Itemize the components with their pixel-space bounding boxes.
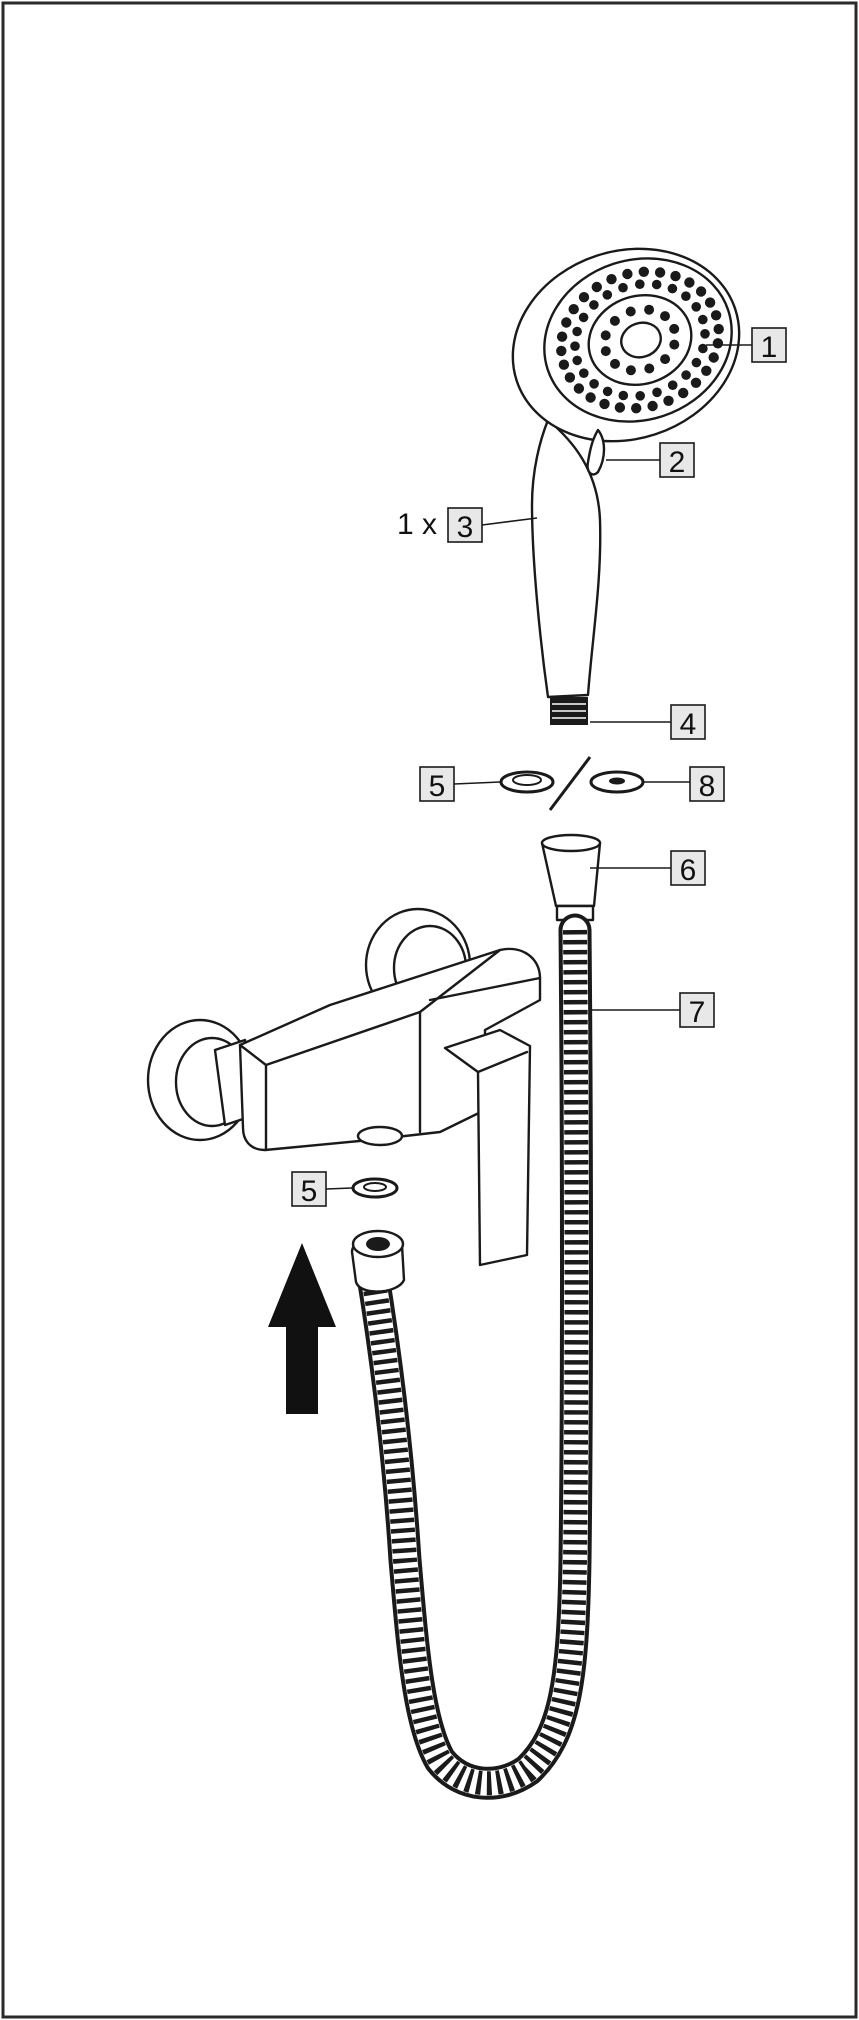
nozzle-dot (606, 274, 617, 285)
nozzle-dot (660, 311, 670, 322)
mixer-outlet (356, 1125, 404, 1147)
nozzle-dot (669, 323, 680, 334)
callout-6-label: 6 (680, 854, 697, 887)
or-slash (548, 756, 592, 811)
nozzle-dot (690, 377, 702, 388)
nozzle-dot (635, 391, 645, 401)
nozzle-dot (691, 302, 701, 312)
nozzle-dot (600, 346, 611, 357)
shower-handle (530, 418, 602, 699)
nozzle-dot (609, 315, 620, 326)
nozzle-dot (591, 281, 602, 293)
washer-5-bottom (351, 1177, 399, 1199)
nozzle-dot (625, 306, 636, 317)
nozzle-dot (618, 390, 629, 401)
nozzle-dot (622, 268, 633, 280)
callout-labels: 1 2 1 x 3 4 5 8 6 7 5 (291, 327, 787, 1208)
nozzle-dot (684, 277, 695, 288)
direction-arrow (268, 1243, 336, 1414)
callout-4-label: 4 (680, 708, 697, 741)
hose-nut (350, 1229, 406, 1293)
shower-mixer (146, 907, 542, 1267)
nozzle-dot (618, 282, 628, 293)
nozzle-dot (568, 304, 579, 315)
hand-shower (511, 247, 741, 725)
nozzle-dot (660, 354, 671, 365)
nozzle-dot (614, 402, 626, 413)
nozzle-dot (667, 283, 678, 294)
shower-head-inner-ring (587, 293, 693, 387)
shower-nozzles (556, 266, 724, 414)
nozzle-dot (625, 365, 636, 376)
callout-1-label: 1 (761, 331, 778, 364)
nozzle-dot (710, 310, 722, 321)
callout-7-label: 7 (689, 996, 706, 1029)
callout-8-label: 8 (699, 770, 716, 803)
nozzle-dot (585, 392, 596, 403)
nozzle-dot (698, 314, 708, 325)
nozzle-dot (572, 355, 582, 366)
nozzle-dot (698, 343, 708, 354)
nozzle-dot (556, 331, 568, 342)
callout-3-label: 3 (457, 511, 474, 544)
nozzle-dot (578, 312, 589, 323)
hose-cone-nut (540, 833, 602, 922)
nozzle-dot (652, 387, 662, 398)
washer-5-top (499, 770, 555, 794)
nozzle-dot (712, 338, 724, 349)
nozzle-dot (600, 330, 611, 341)
nozzle-dot (670, 270, 681, 282)
nozzle-dot (663, 395, 674, 406)
nozzle-dot (599, 398, 610, 410)
nozzle-dot (647, 400, 658, 412)
callout-5b-label: 5 (301, 1175, 318, 1208)
nozzle-dot (578, 292, 590, 303)
mixer-body (238, 947, 542, 1152)
callout-5a-label: 5 (429, 770, 446, 803)
nozzle-dot (644, 363, 655, 374)
nozzle-dot (561, 317, 572, 328)
shower-hose (350, 913, 593, 1800)
nozzle-dot (704, 297, 716, 308)
nozzle-dot (564, 372, 576, 383)
nozzle-dot (638, 266, 649, 277)
nozzle-dot (589, 379, 599, 389)
callout-3-prefix: 1 x (397, 508, 437, 541)
nozzle-dot (708, 352, 719, 363)
nozzle-dot (700, 329, 710, 339)
nozzle-dot (631, 403, 642, 414)
nozzle-dot (602, 290, 613, 300)
nozzle-dot (701, 365, 712, 376)
nozzle-dot (678, 387, 689, 399)
nozzle-dot (667, 380, 678, 391)
nozzle-dot (681, 370, 691, 380)
nozzle-dot (635, 279, 645, 290)
nozzle-dot (651, 279, 662, 290)
shower-head-center (620, 321, 662, 359)
nozzle-dot (681, 291, 691, 302)
nozzle-dot (570, 341, 580, 352)
mode-selector-lever (586, 428, 606, 476)
nozzle-dot (573, 383, 585, 394)
nozzle-dot (602, 386, 613, 397)
nozzle-dot (644, 304, 655, 315)
nozzle-dot (691, 357, 702, 368)
nozzle-dot (695, 286, 707, 297)
nozzle-dot (654, 267, 666, 278)
nozzle-dot (669, 339, 680, 350)
nozzle-dot (610, 358, 620, 369)
nozzle-dot (713, 323, 724, 335)
flow-restrictor-8 (589, 770, 645, 794)
nozzle-dot (589, 300, 599, 310)
nozzle-dot (558, 359, 570, 370)
nozzle-dot (579, 368, 589, 379)
nozzle-dot (572, 326, 582, 337)
callout-2-label: 2 (669, 446, 686, 479)
nozzle-dot (556, 345, 567, 357)
